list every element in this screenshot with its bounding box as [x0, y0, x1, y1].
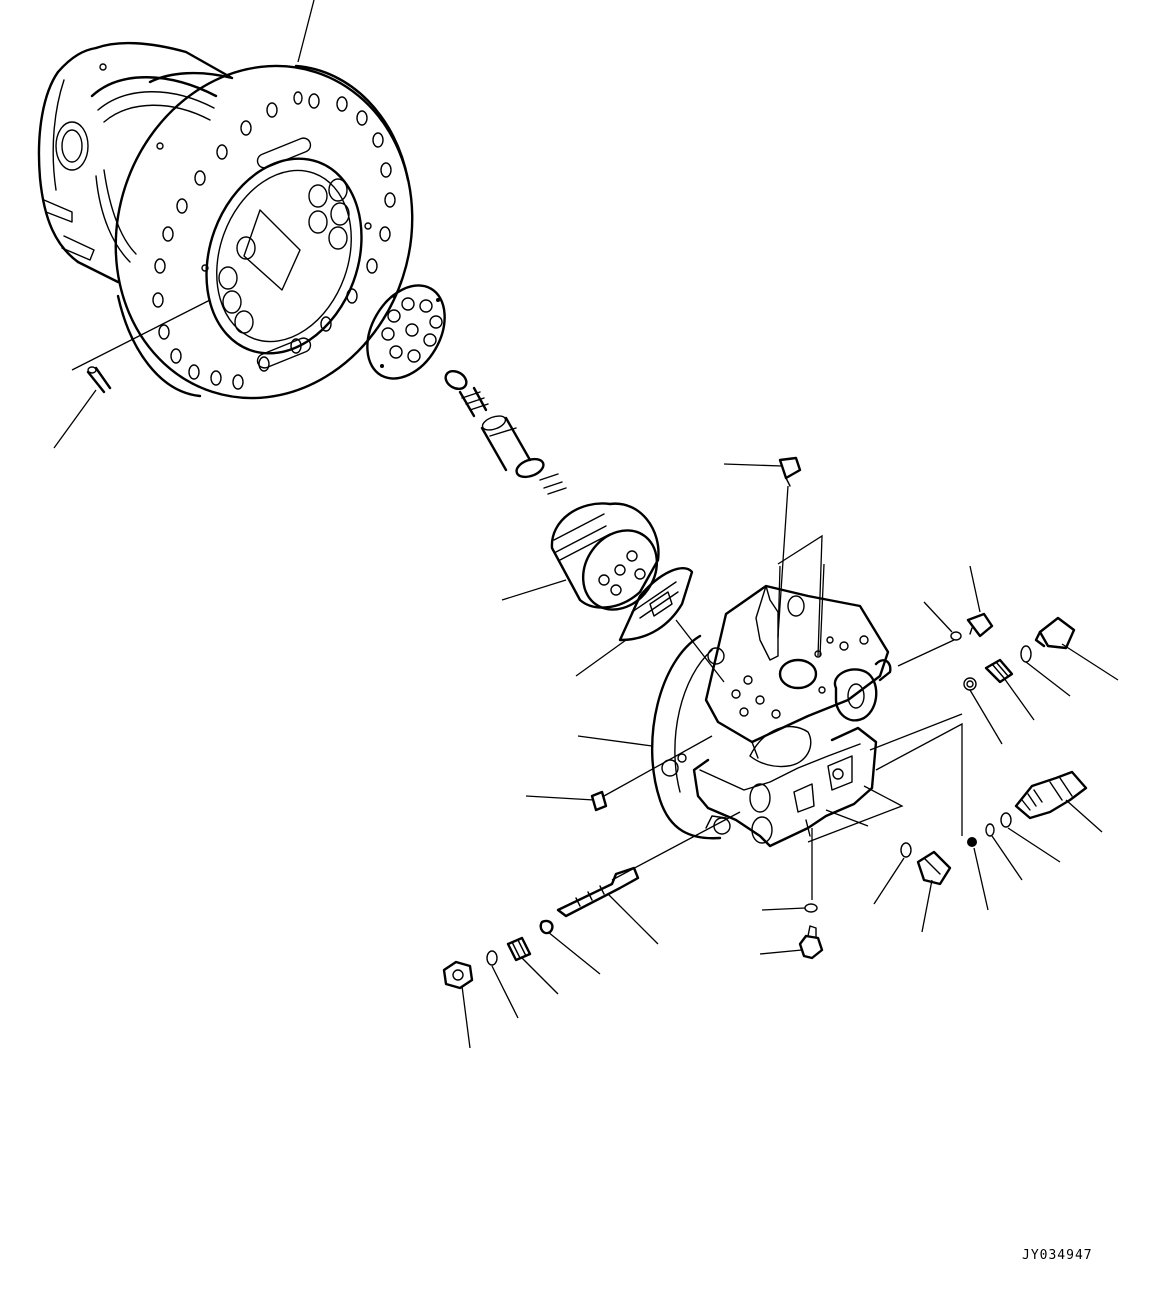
- drawing-code: JY034947: [1022, 1248, 1093, 1263]
- valve-plate: [366, 284, 446, 380]
- cylinder-block: [501, 502, 660, 611]
- bore-cylinders: [218, 178, 350, 334]
- flange-bolt-holes: [152, 91, 396, 390]
- top-plug: [723, 456, 823, 657]
- upper-right-fittings: [923, 565, 1119, 745]
- callout-leaders: [777, 563, 825, 657]
- bottom-left-hardware: [442, 919, 601, 1049]
- pressure-sensor-group: [967, 770, 1103, 911]
- motor-case: [577, 584, 963, 900]
- right-lower-plug: [873, 842, 952, 933]
- relief-spool: [556, 811, 741, 945]
- swash-plate: [575, 567, 725, 683]
- bottom-center-parts: [759, 903, 824, 960]
- dowel-pin: [53, 299, 211, 449]
- motor-housing: [37, 0, 414, 400]
- plug-left: [525, 735, 713, 812]
- center-shaft-assembly: [444, 369, 567, 495]
